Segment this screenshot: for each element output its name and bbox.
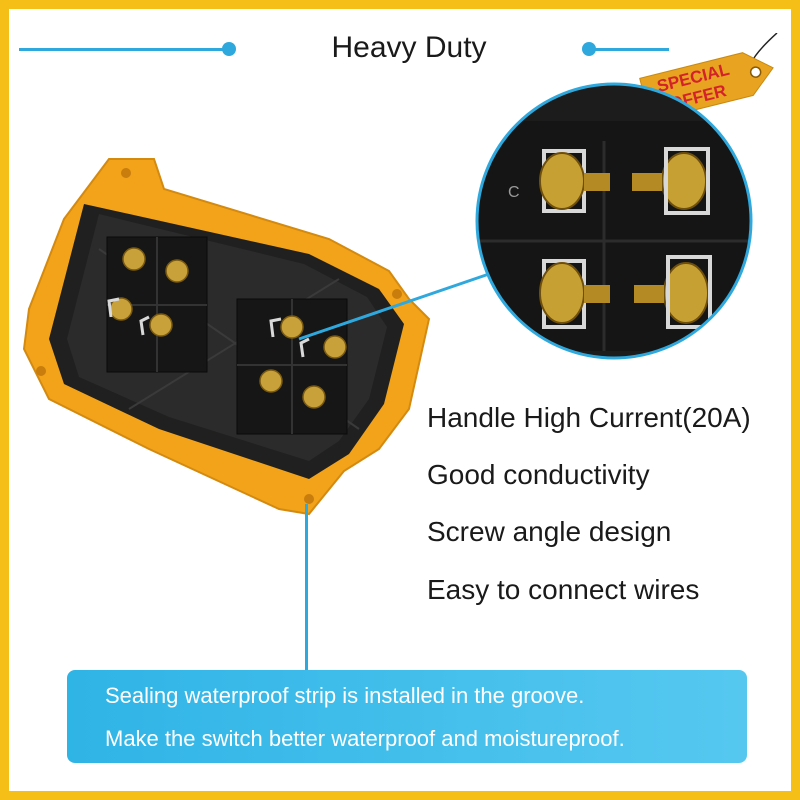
feature-conductivity: Good conductivity <box>427 459 650 490</box>
feature-screw-angle: Screw angle design <box>427 516 672 547</box>
header-dot-left <box>222 42 236 56</box>
housing-screws <box>9 9 791 791</box>
screw-icon <box>109 247 347 409</box>
leader-line <box>305 504 308 674</box>
feature-easy-wiring: Easy to connect wires <box>427 574 700 605</box>
feature-current: Handle High Current(20A) <box>427 402 751 433</box>
header-title: Heavy Duty <box>331 31 487 64</box>
header-dot-right <box>582 42 596 56</box>
switch-housing <box>9 9 791 791</box>
banner-line-2: Make the switch better waterproof and mo… <box>105 726 625 751</box>
header-line-right <box>589 48 669 51</box>
header-line-left <box>19 48 231 51</box>
banner-line-1: Sealing waterproof strip is installed in… <box>105 683 585 708</box>
waterproof-banner: Sealing waterproof strip is installed in… <box>67 670 747 763</box>
terminal-zoom-inset: C <box>474 81 754 361</box>
inset-marker-label: C <box>508 184 520 201</box>
